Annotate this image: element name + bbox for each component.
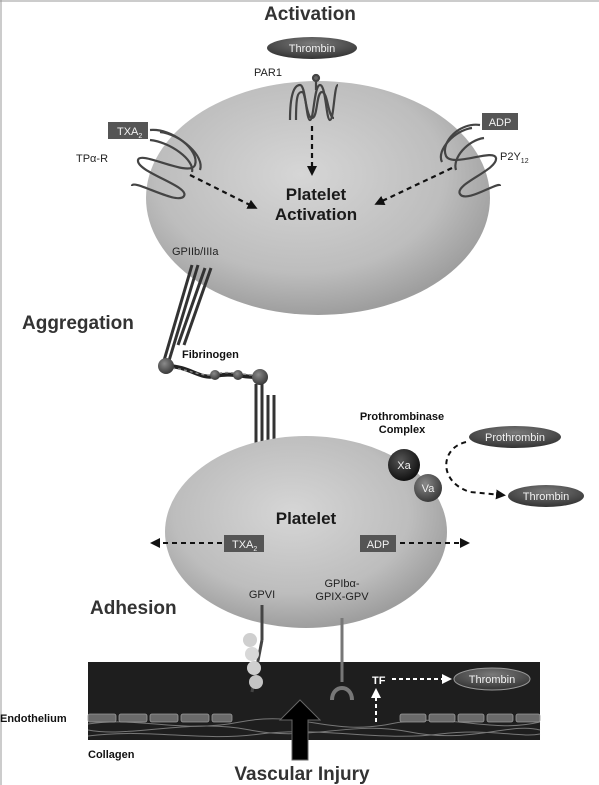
title-adhesion: Adhesion — [90, 598, 177, 619]
txa2-box-top — [108, 122, 148, 139]
prothrombin-label: Prothrombin — [485, 432, 545, 444]
arrow-p2y12-activation — [374, 167, 453, 205]
adp-box-bottom — [360, 535, 396, 552]
xa-label: Xa — [397, 460, 411, 472]
prothrombin-pill — [469, 426, 561, 448]
xa-ball — [388, 449, 420, 481]
gpvi-receptor — [243, 605, 264, 693]
adp-bottom-label: ADP — [367, 539, 390, 551]
par1-label: PAR1 — [254, 67, 282, 79]
va-ball — [414, 474, 442, 502]
tpa-r-receptor — [130, 128, 202, 200]
gpib-label-line2: GPIX-GPV — [315, 591, 369, 603]
title-vascular-injury: Vascular Injury — [234, 764, 370, 785]
thrombin-label-vessel: Thrombin — [469, 674, 515, 686]
va-label: Va — [422, 483, 436, 495]
fibrinogen-label: Fibrinogen — [182, 349, 239, 361]
platelet-label-bottom: Platelet — [276, 509, 337, 528]
p2y12-label: P2Y12 — [500, 151, 529, 165]
gpiib-receptor-top — [161, 264, 213, 365]
endothelium-cells — [87, 713, 541, 723]
collagen-label: Collagen — [88, 749, 135, 761]
platelet-activation-line2: Activation — [275, 205, 357, 224]
gpvi-label: GPVI — [249, 589, 275, 601]
vascular-injury-arrow — [278, 699, 322, 761]
top-platelet-cell — [146, 81, 490, 315]
thrombin-pill-right — [508, 485, 584, 507]
prothrombinase-title-line1: Prothrombinase — [360, 411, 444, 423]
adp-top-label: ADP — [489, 117, 512, 129]
title-activation: Activation — [264, 4, 356, 25]
p2y12-receptor — [439, 123, 502, 198]
arrow-tpa-activation — [189, 174, 258, 209]
adp-box-top — [482, 113, 518, 130]
thrombin-label-right: Thrombin — [523, 491, 569, 503]
gpib-receptor — [330, 618, 354, 701]
arrow-prothrombin-thrombin — [445, 441, 506, 500]
txa2-bottom-label: TXA2 — [232, 539, 257, 553]
tpa-r-label: TPα-R — [76, 153, 108, 165]
bottom-platelet-cell — [165, 436, 447, 628]
prothrombinase-title-line2: Complex — [379, 424, 426, 436]
tf-label: TF — [372, 675, 386, 687]
collagen-fibers — [87, 718, 541, 738]
thrombin-label-top: Thrombin — [289, 43, 335, 55]
platelet-activation-line1: Platelet — [286, 185, 347, 204]
fibrinogen-chain — [158, 358, 268, 385]
gpib-label-line1: GPIbα- — [324, 578, 359, 590]
title-aggregation: Aggregation — [22, 313, 134, 334]
txa2-top-label: TXA2 — [117, 126, 142, 140]
par1-receptor — [288, 73, 340, 122]
endothelium-label: Endothelium — [0, 713, 67, 725]
txa2-box-bottom — [224, 535, 264, 552]
thrombin-pill-top — [267, 37, 357, 59]
gpiib-label: GPIIb/IIIa — [172, 246, 219, 258]
thrombin-pill-vessel — [453, 667, 531, 691]
